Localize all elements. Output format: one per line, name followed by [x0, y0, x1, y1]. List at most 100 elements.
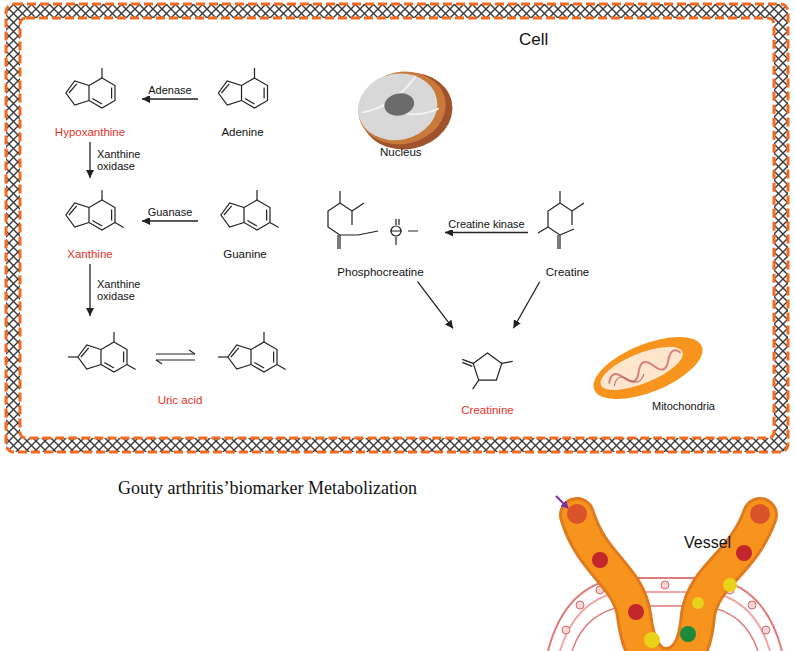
enzyme-label: Xanthine oxidase	[95, 278, 151, 302]
reaction-arrow	[142, 98, 198, 99]
part-label: Nucleus	[380, 146, 422, 158]
membrane-outline	[20, 18, 774, 438]
compound-node: Creatine	[530, 185, 605, 280]
structure-stroke	[328, 191, 418, 249]
vessel-illustration	[548, 504, 782, 651]
structure-stroke	[115, 223, 124, 228]
structure-stroke	[81, 348, 89, 357]
structure-stroke	[242, 78, 268, 108]
structure-stroke	[266, 209, 267, 220]
structure-drawing	[200, 58, 285, 122]
structure-drawing	[200, 180, 290, 244]
structure-stroke	[221, 203, 244, 227]
compound-name: Adenine	[200, 125, 285, 139]
reaction-arrow	[418, 282, 453, 329]
compound-name: Uric acid	[30, 393, 330, 407]
structure-stroke	[473, 353, 502, 380]
compound-node: Guanine	[200, 180, 290, 262]
structure-stroke	[111, 87, 112, 98]
structure-stroke	[254, 68, 255, 78]
structure-stroke	[92, 99, 102, 105]
enzyme-label: Creatine kinase	[446, 218, 526, 230]
region-title: Cell	[519, 30, 548, 50]
structure-stroke	[218, 81, 241, 105]
structure-stroke	[270, 223, 279, 228]
structure-stroke	[247, 221, 257, 227]
enzyme-label: Adenase	[146, 84, 193, 96]
structure-stroke	[277, 365, 286, 370]
compound-node: Xanthine	[40, 180, 140, 262]
structure-stroke	[245, 99, 255, 105]
chemical-structure	[328, 191, 418, 249]
structure-drawing	[30, 318, 330, 390]
structure-stroke	[89, 200, 115, 230]
structure-stroke	[256, 190, 257, 200]
compound-node: Adenine	[200, 58, 285, 140]
structure-stroke	[189, 350, 195, 354]
structure-stroke	[244, 200, 270, 230]
structure-stroke	[78, 345, 101, 369]
structure-stroke	[111, 209, 112, 220]
structure-stroke	[251, 342, 277, 372]
structure-stroke	[231, 348, 239, 357]
compound-name: Creatine	[530, 265, 605, 279]
structure-stroke	[263, 332, 264, 342]
structure-drawing	[40, 58, 140, 122]
compound-name: Phosphocreatine	[318, 265, 443, 279]
structure-stroke	[462, 362, 472, 366]
structure-stroke	[104, 363, 114, 369]
compound-node: Uric acid	[30, 318, 330, 408]
structure-drawing	[445, 330, 530, 400]
compound-name: Hypoxanthine	[40, 125, 140, 139]
structure-stroke	[254, 363, 264, 369]
chemical-structure	[66, 190, 124, 230]
structure-stroke	[224, 206, 232, 215]
part-label: Vessel	[684, 534, 731, 552]
structure-stroke	[502, 361, 513, 363]
structure-stroke	[69, 84, 77, 93]
chemical-structure	[218, 68, 267, 108]
reaction-arrow	[89, 142, 90, 178]
structure-stroke	[69, 206, 77, 215]
structure-stroke	[264, 87, 265, 98]
structure-stroke	[221, 84, 229, 93]
structure-stroke	[228, 345, 251, 369]
structure-stroke	[391, 226, 401, 236]
compound-node: Phosphocreatine	[318, 185, 443, 280]
structure-stroke	[101, 68, 102, 78]
compound-name: Guanine	[200, 247, 290, 261]
chemical-structure	[221, 190, 279, 230]
chemical-structure	[538, 191, 584, 249]
structure-stroke	[66, 81, 89, 105]
chemical-structure	[68, 332, 286, 372]
reaction-arrow	[513, 282, 539, 329]
reaction-arrow	[445, 232, 528, 233]
structure-stroke	[66, 203, 89, 227]
enzyme-label: Xanthine oxidase	[95, 148, 151, 172]
membrane-outline	[6, 4, 788, 452]
chemical-structure	[66, 68, 115, 108]
compound-node: Creatinine	[445, 330, 530, 418]
structure-stroke	[101, 342, 127, 372]
annotation-text: Gouty arthritis’biomarker Metabolization	[118, 478, 417, 499]
compound-name: Xanthine	[40, 247, 140, 261]
structure-stroke	[156, 360, 162, 364]
structure-drawing	[318, 185, 443, 262]
reaction-arrow	[89, 264, 90, 316]
structure-drawing	[530, 185, 605, 262]
leader-arrow	[556, 496, 568, 508]
cell-region: CellHypoxanthine AdenineXanthine GuaninePh…	[6, 4, 788, 452]
structure-stroke	[101, 190, 102, 200]
structure-stroke	[92, 221, 102, 227]
chemical-structure	[462, 353, 513, 389]
mitochondria-illustration	[585, 324, 711, 412]
cell-membrane	[6, 4, 788, 452]
compound-node: Hypoxanthine	[40, 58, 140, 140]
enzyme-label: Guanase	[146, 206, 195, 218]
structure-stroke	[127, 365, 136, 370]
structure-stroke	[538, 191, 584, 249]
structure-stroke	[123, 351, 124, 362]
structure-stroke	[89, 78, 115, 108]
